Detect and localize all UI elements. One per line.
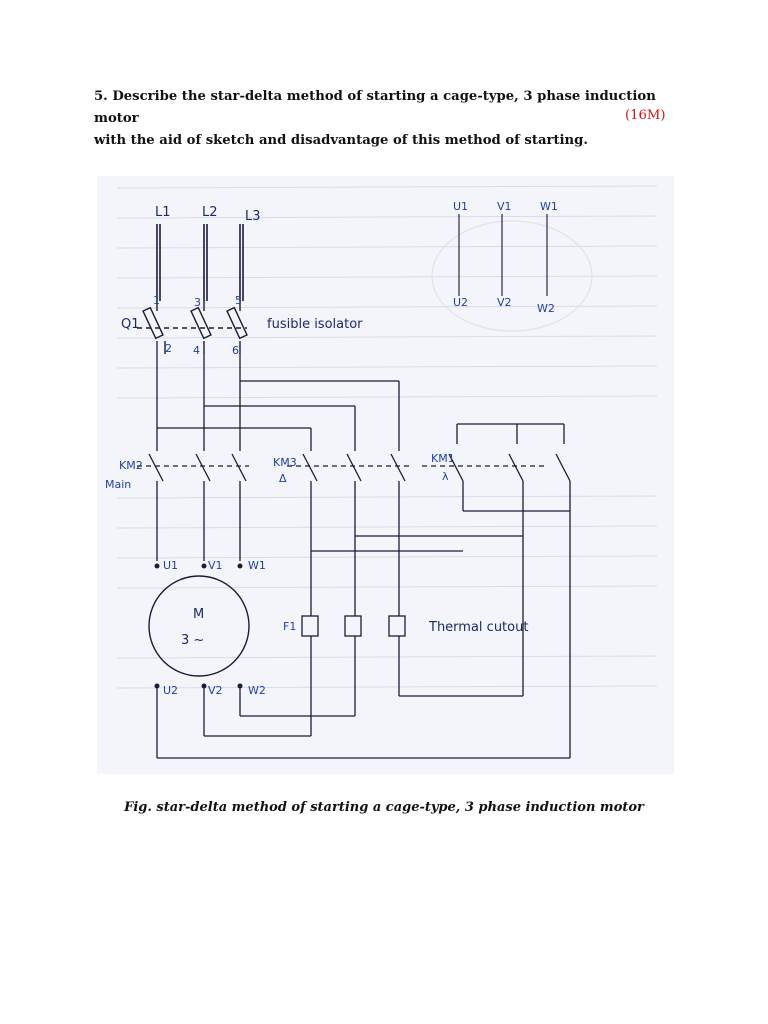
terminal-v1: V1	[208, 559, 223, 572]
thermal-relay	[301, 531, 406, 736]
line-label-l1: L1	[155, 205, 171, 220]
pole-4: 4	[193, 344, 200, 357]
winding-u2: U2	[453, 296, 468, 309]
isolator-tag: Q1	[121, 317, 140, 332]
relay-tag: F1	[283, 620, 296, 633]
supply-lines	[156, 224, 244, 301]
pole-3: 3	[194, 296, 201, 309]
pole-5: 5	[235, 294, 242, 307]
winding-u1: U1	[453, 200, 468, 213]
terminal-u1: U1	[163, 559, 178, 572]
motor-terminals	[154, 563, 243, 689]
km3-tag: KM3	[273, 456, 297, 469]
question-line-2: with the aid of sketch and disadvantage …	[94, 133, 588, 148]
km3-sub: Δ	[279, 472, 287, 485]
question-line-1: 5. Describe the star-delta method of sta…	[94, 89, 656, 126]
contactor-km2	[137, 444, 249, 561]
terminal-w2: W2	[248, 684, 266, 697]
winding-v1: V1	[497, 200, 512, 213]
pole-1: 1	[153, 294, 160, 307]
line-label-l3: L3	[245, 209, 261, 224]
pole-2: 2	[165, 342, 172, 355]
fusible-isolator	[137, 301, 248, 354]
contactor-km1	[422, 453, 571, 536]
contactor-km3	[287, 444, 409, 551]
km2-tag: KM2	[119, 459, 143, 472]
marks-label: (16M)	[625, 108, 666, 123]
pole-6: 6	[232, 344, 239, 357]
winding-sketch	[458, 214, 548, 296]
line-label-l2: L2	[202, 205, 218, 220]
question-text: 5. Describe the star-delta method of sta…	[94, 86, 694, 152]
terminal-u2: U2	[163, 684, 178, 697]
km1-tag: KM1	[431, 452, 455, 465]
terminal-w1: W1	[248, 559, 266, 572]
figure-caption: Fig. star-delta method of starting a cag…	[124, 800, 644, 815]
circuit-diagram: L1 L2 L3 U1 V1 W1 U2 V2 W2 1 3 5	[105, 185, 658, 759]
terminal-v2: V2	[208, 684, 223, 697]
circuit-figure: L1 L2 L3 U1 V1 W1 U2 V2 W2 1 3 5	[97, 176, 674, 774]
winding-v2: V2	[497, 296, 512, 309]
motor-phase: 3 ~	[181, 633, 204, 648]
winding-w1: W1	[540, 200, 558, 213]
background-texture	[116, 185, 658, 689]
km1-sub: λ	[442, 470, 449, 483]
km2-sub: Main	[105, 478, 131, 491]
winding-w2: W2	[537, 302, 555, 315]
motor	[148, 575, 250, 677]
relay-label: Thermal cutout	[428, 620, 528, 635]
return-wiring	[156, 526, 571, 759]
bus-wiring	[156, 341, 565, 444]
isolator-label: fusible isolator	[267, 317, 363, 332]
motor-letter: M	[193, 607, 204, 622]
